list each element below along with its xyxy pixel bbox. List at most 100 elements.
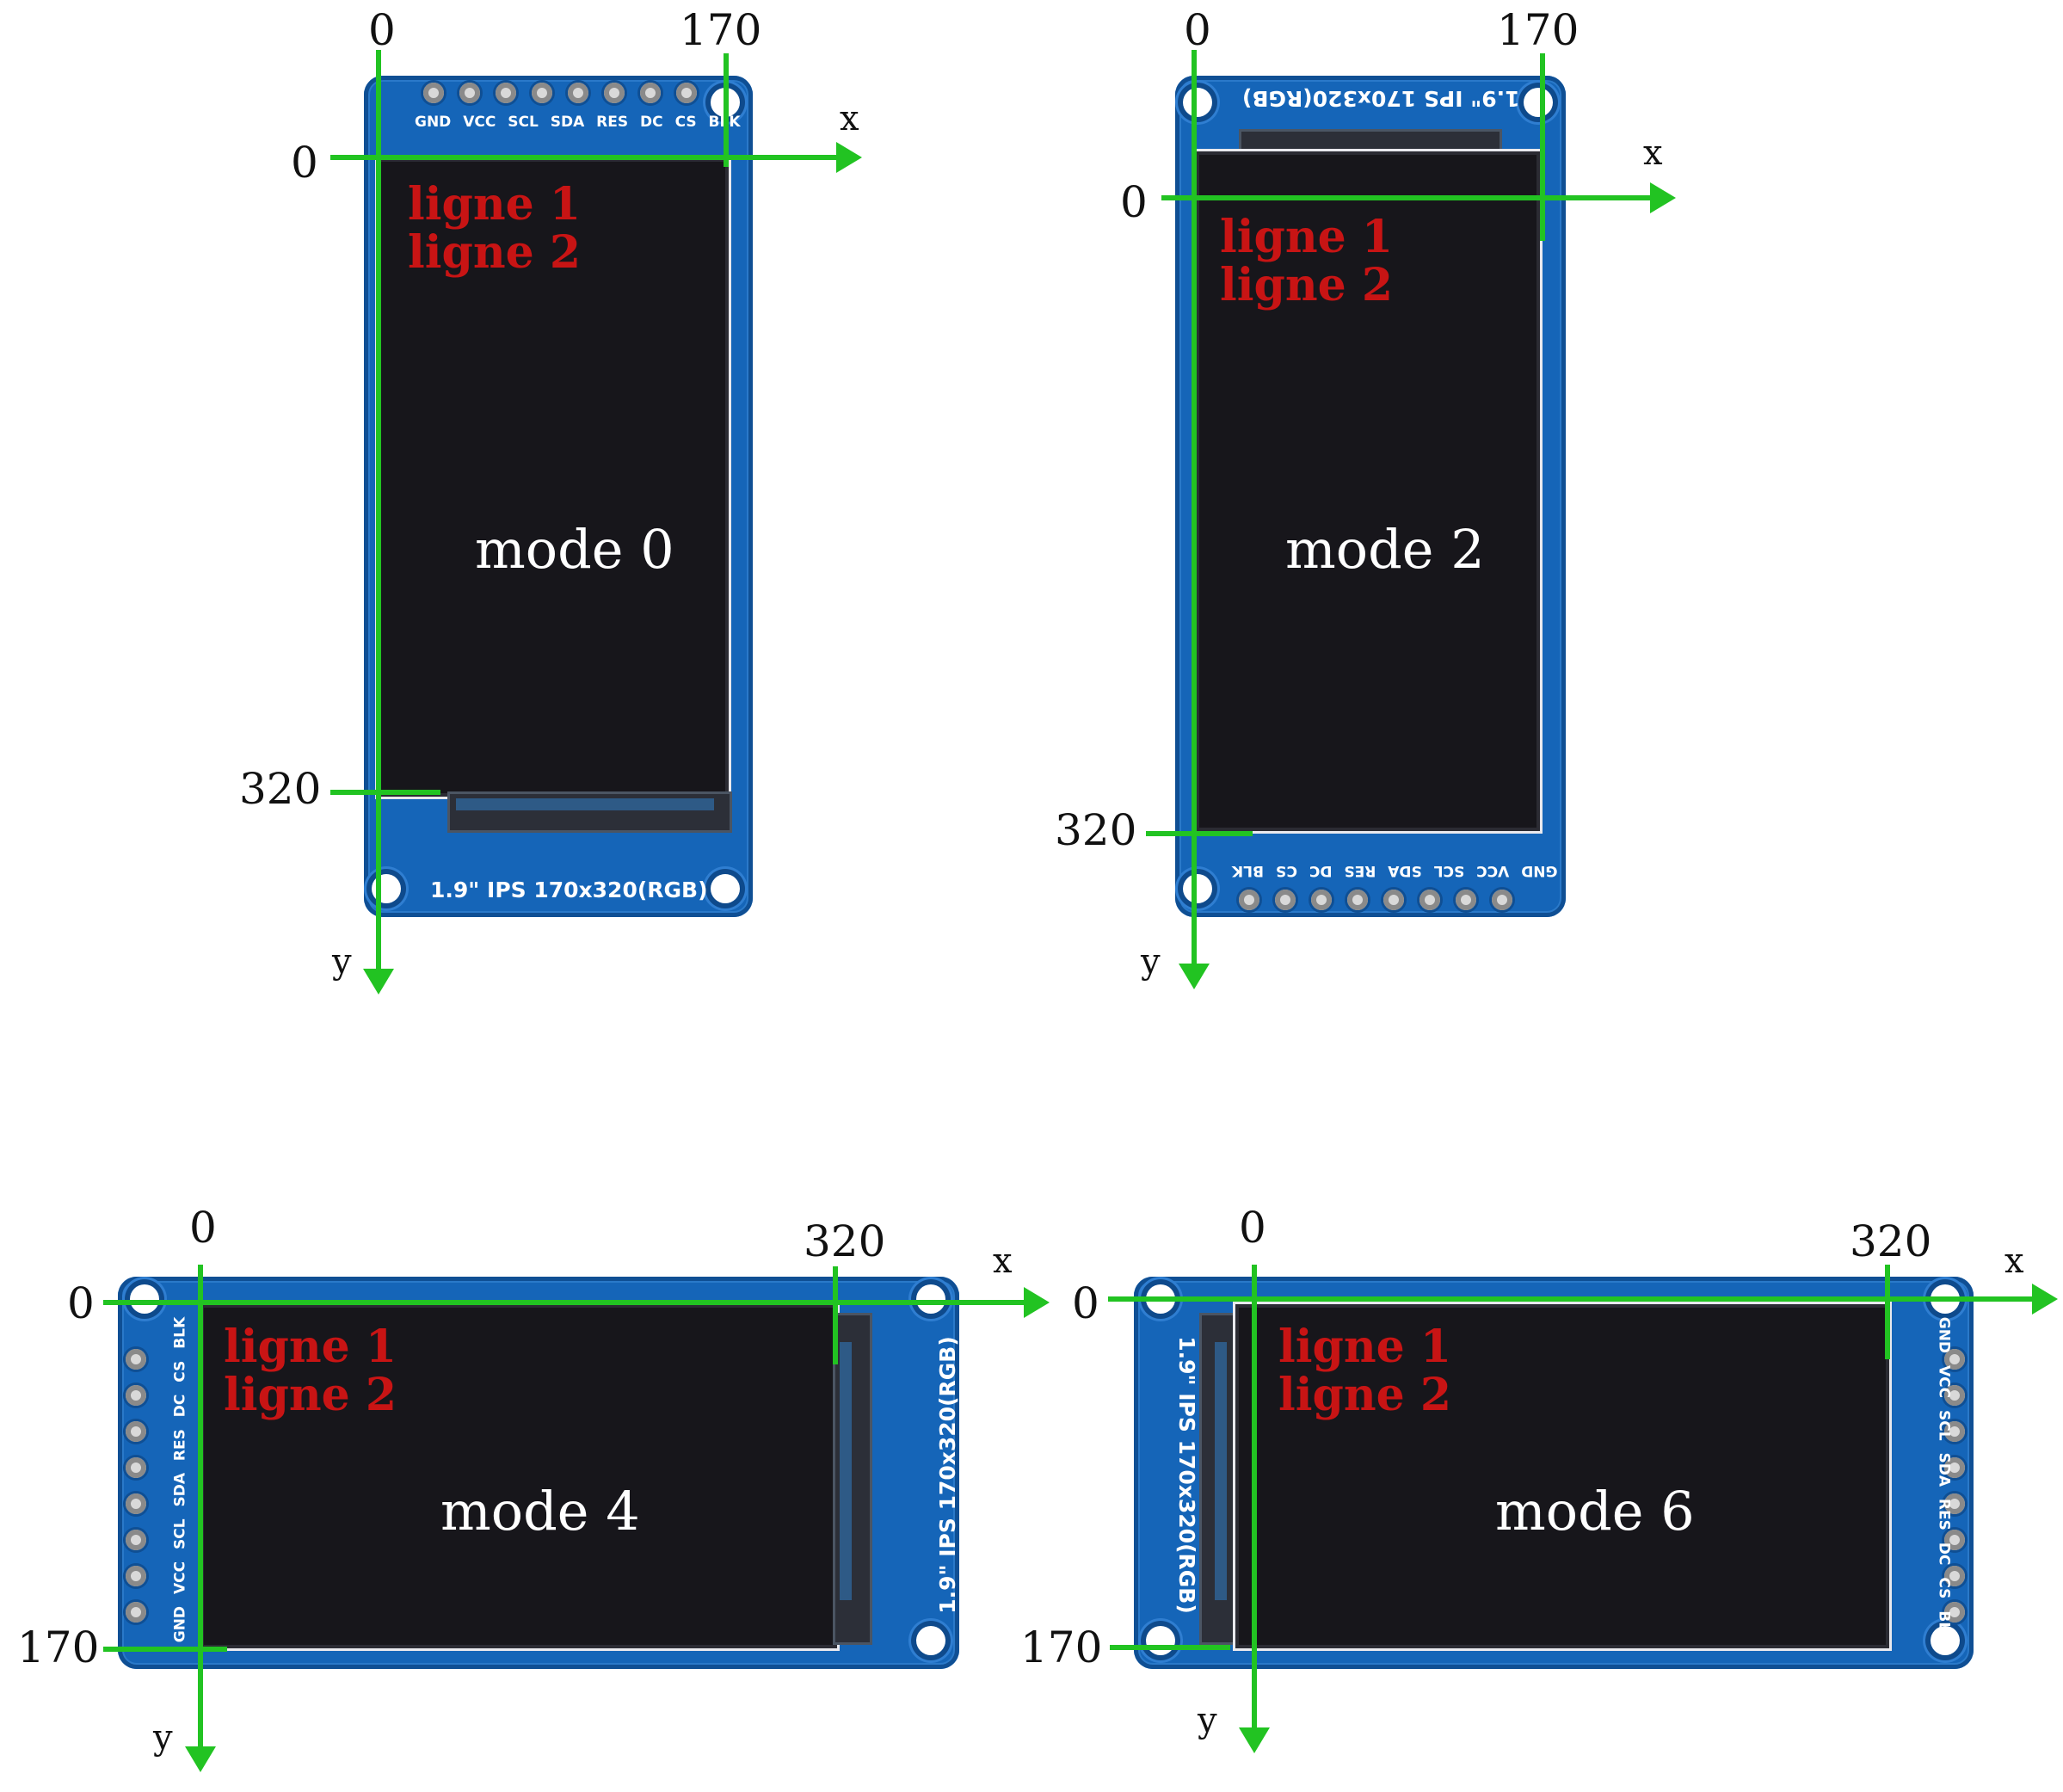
pin — [604, 83, 625, 103]
board-label: 1.9" IPS 170x320(RGB) — [935, 1336, 960, 1614]
pin — [676, 83, 697, 103]
x-tick-label-320: 320 — [1850, 1220, 1931, 1263]
pin — [1383, 890, 1404, 910]
mount-hole — [1183, 874, 1212, 903]
y-tick-label-320: 320 — [239, 767, 321, 810]
pin-labels: GND VCC SCL SDA RES DC CS BLK — [1935, 1317, 1952, 1643]
mode-label: mode 4 — [440, 1485, 640, 1538]
pin — [423, 83, 444, 103]
x-axis — [1108, 1296, 2034, 1302]
flex-connector-strip — [840, 1342, 852, 1600]
y-tick-mark — [1110, 1645, 1230, 1650]
pin-label: RES — [171, 1429, 188, 1461]
pin-label: GND — [171, 1606, 188, 1642]
pin-label: DC — [171, 1395, 188, 1418]
x-tick-mark — [833, 1266, 838, 1364]
y-tick-label-0: 0 — [67, 1282, 95, 1325]
pin — [1492, 890, 1512, 910]
mount-hole — [1146, 1626, 1175, 1655]
pin-label: SDA — [551, 114, 585, 131]
text-line-1: ligne 1 — [224, 1323, 397, 1371]
pin — [532, 83, 552, 103]
pin-label: RES — [1344, 862, 1376, 879]
flex-connector — [833, 1313, 872, 1645]
pin-label: DC — [1309, 862, 1333, 879]
pin-label: SCL — [171, 1518, 188, 1549]
text-line-2: ligne 2 — [224, 1371, 397, 1419]
pin-label: SDA — [1388, 862, 1422, 879]
pin-labels: GND VCC SCL SDA RES DC CS BLK — [171, 1317, 188, 1643]
y-axis-arrow — [1239, 1727, 1270, 1753]
x-axis — [1161, 195, 1652, 200]
y-axis — [198, 1265, 203, 1748]
x-axis-arrow — [836, 142, 862, 173]
pin-label: DC — [640, 114, 663, 131]
x-tick-label-320: 320 — [804, 1220, 885, 1263]
text-line-1: ligne 1 — [1278, 1323, 1451, 1371]
y-axis-label: y — [332, 945, 352, 979]
y-tick-mark — [1146, 831, 1253, 836]
x-tick-mark — [1885, 1265, 1890, 1359]
pin-label: VCC — [1476, 862, 1509, 879]
y-axis — [1192, 50, 1197, 967]
x-tick-label-0: 0 — [368, 9, 396, 52]
pin-label: GND — [1935, 1317, 1952, 1353]
x-axis-arrow — [2032, 1284, 2058, 1315]
pin — [1311, 890, 1332, 910]
y-tick-mark — [103, 1647, 227, 1652]
y-tick-label-170: 170 — [1020, 1626, 1102, 1669]
x-axis — [103, 1300, 1025, 1305]
x-tick-label-170: 170 — [680, 9, 761, 52]
pin — [1419, 890, 1440, 910]
x-tick-label-0: 0 — [1184, 9, 1211, 52]
y-axis-label: y — [1141, 945, 1161, 979]
pin — [568, 83, 588, 103]
pin-label: SDA — [171, 1473, 188, 1507]
pin — [1347, 890, 1368, 910]
pin-label: CS — [1935, 1577, 1952, 1598]
mount-hole — [916, 1626, 945, 1655]
pin-label: VCC — [1935, 1365, 1952, 1398]
mode-label: mode 2 — [1285, 523, 1485, 576]
x-axis-label: x — [1643, 136, 1663, 170]
pin-label: RES — [1935, 1499, 1952, 1530]
pin — [126, 1530, 146, 1550]
mount-hole — [1524, 88, 1553, 117]
pin-label: SCL — [1434, 862, 1465, 879]
y-tick-label-170: 170 — [17, 1626, 99, 1669]
pin-label: SDA — [1935, 1452, 1952, 1487]
x-tick-label-170: 170 — [1497, 9, 1579, 52]
y-axis-label: y — [153, 1721, 173, 1755]
y-axis-arrow — [363, 969, 394, 995]
pin-label: GND — [1521, 862, 1557, 879]
y-tick-label-0: 0 — [291, 141, 318, 184]
mount-hole — [916, 1284, 945, 1314]
pin — [126, 1349, 146, 1370]
mode-label: mode 0 — [475, 523, 674, 576]
pin — [126, 1602, 146, 1623]
pin-label: BLK — [1232, 862, 1264, 879]
pin-label: RES — [596, 114, 628, 131]
y-axis — [376, 50, 381, 970]
pin-labels: GND VCC SCL SDA RES DC CS BLK — [1232, 862, 1558, 879]
x-axis-arrow — [1024, 1287, 1050, 1318]
text-line-1: ligne 1 — [1220, 213, 1393, 262]
pin — [126, 1493, 146, 1514]
flex-connector-strip — [1215, 1342, 1227, 1600]
x-axis-label: x — [2004, 1244, 2024, 1278]
y-tick-label-0: 0 — [1072, 1282, 1099, 1325]
pin-label: CS — [1276, 862, 1297, 879]
pin-label: GND — [415, 114, 451, 131]
x-axis-label: x — [840, 102, 859, 136]
x-axis-label: x — [993, 1244, 1013, 1278]
pin — [1275, 890, 1296, 910]
text-line-2: ligne 2 — [408, 229, 581, 277]
y-axis-label: y — [1198, 1703, 1217, 1738]
pin-label: VCC — [171, 1561, 188, 1594]
pin — [126, 1566, 146, 1586]
pin — [126, 1385, 146, 1406]
pin-label: DC — [1935, 1543, 1952, 1566]
y-axis-arrow — [185, 1746, 216, 1772]
pin-label: BLK — [171, 1317, 188, 1349]
